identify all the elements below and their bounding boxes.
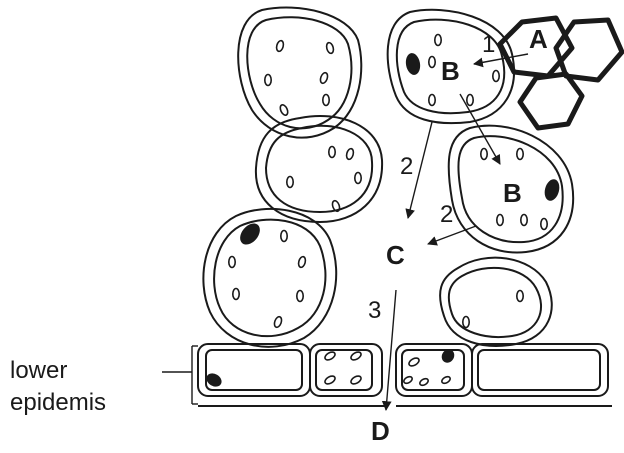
epidermis-cell (309, 343, 383, 397)
arrows (381, 53, 529, 411)
lower-epidermis-bracket (162, 345, 198, 405)
arrow-b-to-c-right (427, 225, 477, 246)
mesophyll-cell-b-upper (386, 8, 516, 125)
label-b-upper: B (441, 56, 460, 86)
arrow-a-to-b (473, 53, 529, 68)
epidermis-cell (197, 343, 311, 397)
arrow-b-to-b (459, 93, 501, 165)
mesophyll-cell (439, 256, 553, 347)
side-label-line1: lower (10, 357, 67, 384)
lower-epidermis-cells (197, 343, 612, 407)
hexagon-cells (497, 15, 624, 131)
epidermis-cell (471, 343, 609, 397)
nuclei (206, 53, 560, 387)
side-label-line2: epidemis (10, 389, 106, 416)
step-number-2-left: 2 (400, 153, 413, 180)
hexagon-cell-bottom (517, 71, 585, 131)
label-a: A (529, 24, 548, 54)
arrow-b-to-c-left (405, 121, 433, 219)
step-number-3: 3 (368, 297, 381, 324)
epidermis-cell (395, 343, 473, 397)
step-number-2-right: 2 (440, 201, 453, 228)
label-d: D (371, 416, 390, 446)
label-c: C (386, 240, 405, 270)
arrow-c-to-d (381, 289, 397, 411)
label-b-lower: B (503, 178, 522, 208)
mesophyll-cell (254, 114, 384, 224)
hexagon-cell-right (553, 17, 624, 83)
mesophyll-cell-b-lower (447, 124, 575, 254)
step-number-1: 1 (482, 31, 495, 58)
mesophyll-cell (202, 207, 338, 348)
chloroplasts (228, 33, 548, 387)
mesophyll-cell (237, 6, 363, 139)
